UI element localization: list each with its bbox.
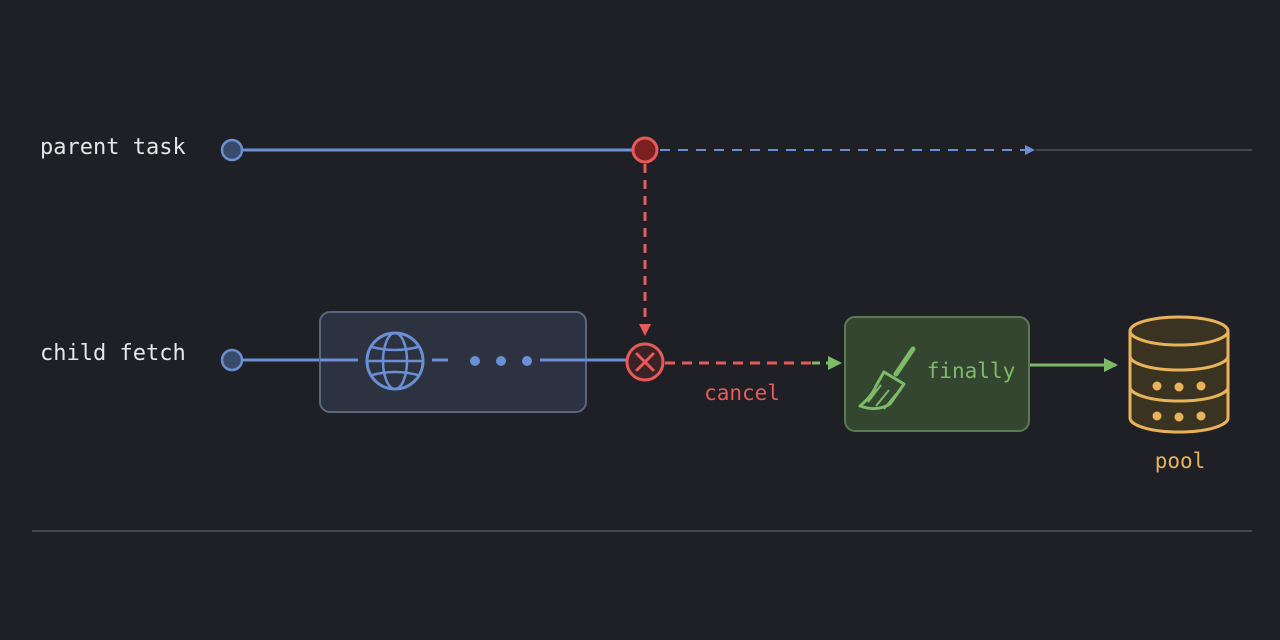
database-pool-icon	[1128, 315, 1230, 434]
child-start-node	[220, 348, 244, 372]
child-lane-label: child fetch	[40, 341, 186, 366]
child-cancel-x-icon	[625, 342, 665, 382]
parent-start-node	[220, 138, 244, 162]
finally-label: finally	[927, 359, 1016, 383]
ellipsis-icon	[470, 356, 532, 366]
globe-icon	[365, 331, 425, 391]
broom-icon	[858, 346, 916, 411]
parent-cancel-node	[631, 136, 659, 164]
pool-label: pool	[1155, 449, 1206, 473]
cancel-label: cancel	[704, 381, 780, 405]
parent-lane-label: parent task	[40, 135, 186, 160]
